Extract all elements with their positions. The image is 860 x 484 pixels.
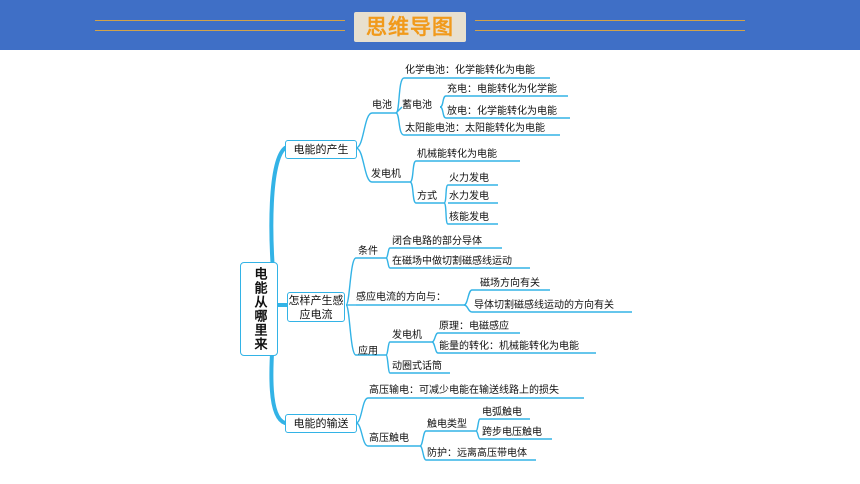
branch-electric-generation: 电能的产生 <box>285 140 357 159</box>
node-application: 应用 <box>358 346 378 357</box>
node-battery: 电池 <box>372 100 392 111</box>
header-rule-right-2 <box>475 30 745 31</box>
node-solar-battery: 太阳能电池：太阳能转化为电能 <box>405 123 545 134</box>
node-prevention: 防护：远离高压带电体 <box>427 448 527 459</box>
node-direction: 感应电流的方向与： <box>356 292 446 303</box>
node-generator: 发电机 <box>371 169 401 180</box>
node-chemical-battery: 化学电池：化学能转化为电能 <box>405 65 535 76</box>
node-nuclear-power: 核能发电 <box>449 212 489 223</box>
node-hydro-power: 水力发电 <box>449 191 489 202</box>
header-rule-right-1 <box>475 20 745 21</box>
node-cut-field-lines: 在磁场中做切割磁感线运动 <box>392 256 512 267</box>
node-energy-conversion: 能量的转化：机械能转化为电能 <box>439 341 579 352</box>
node-thermal-power: 火力发电 <box>449 173 489 184</box>
node-methods: 方式 <box>417 191 437 202</box>
node-hv-transmission: 高压输电：可减少电能在输送线路上的损失 <box>369 385 559 396</box>
node-field-direction: 磁场方向有关 <box>480 278 540 289</box>
header-bar: 思维导图 <box>0 0 860 50</box>
root-node: 电能从哪里来 <box>240 262 278 356</box>
node-principle: 原理：电磁感应 <box>439 321 509 332</box>
node-charge: 充电：电能转化为化学能 <box>447 84 557 95</box>
page-title: 思维导图 <box>366 15 454 39</box>
node-app-generator: 发电机 <box>392 330 422 341</box>
node-storage-battery: 蓄电池 <box>402 100 432 111</box>
branch-electric-transmission: 电能的输送 <box>285 414 357 433</box>
node-mech-to-electric: 机械能转化为电能 <box>417 149 497 160</box>
node-motion-direction: 导体切割磁感线运动的方向有关 <box>474 300 614 311</box>
node-shock-types: 触电类型 <box>427 419 467 430</box>
branch-induced-current: 怎样产生感应电流 <box>287 292 345 322</box>
node-moving-coil-mic: 动圈式话筒 <box>392 361 442 372</box>
node-conditions: 条件 <box>358 246 378 257</box>
header-rule-left-1 <box>95 20 345 21</box>
node-discharge: 放电：化学能转化为电能 <box>447 106 557 117</box>
node-step-voltage-shock: 跨步电压触电 <box>482 427 542 438</box>
node-hv-shock: 高压触电 <box>369 433 409 444</box>
title-plate: 思维导图 <box>354 12 466 42</box>
node-arc-shock: 电弧触电 <box>482 407 522 418</box>
node-closed-circuit: 闭合电路的部分导体 <box>392 236 482 247</box>
header-rule-left-2 <box>95 30 345 31</box>
